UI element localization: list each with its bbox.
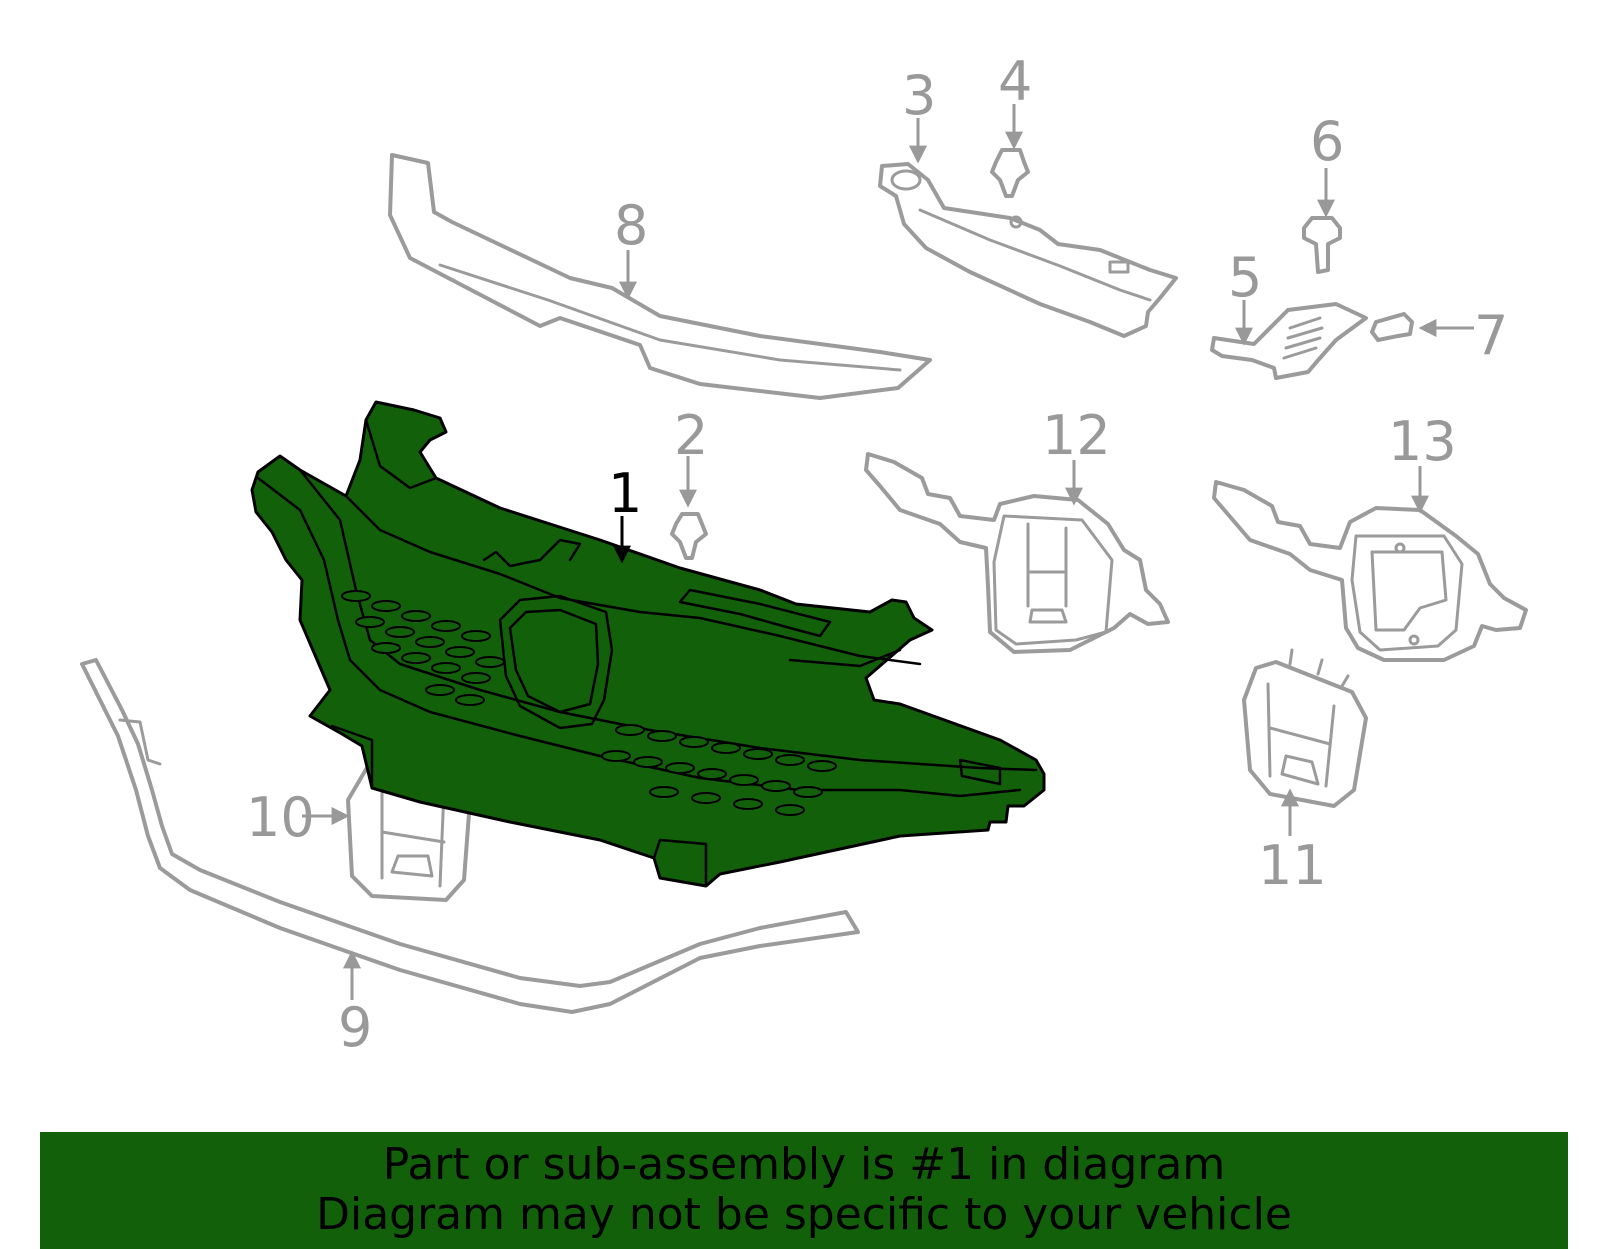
callout-12[interactable]: 12 bbox=[1042, 404, 1111, 467]
part-9-lower-trim bbox=[80, 658, 860, 1014]
callout-10[interactable]: 10 bbox=[246, 786, 315, 849]
callout-2[interactable]: 2 bbox=[674, 404, 708, 467]
disclaimer-banner: Part or sub-assembly is #1 in diagram Di… bbox=[40, 1132, 1568, 1249]
part-11-emblem bbox=[1242, 648, 1368, 808]
banner-line-1: Part or sub-assembly is #1 in diagram bbox=[382, 1139, 1226, 1190]
part-4-clip bbox=[990, 148, 1030, 198]
part-8-upper-bar bbox=[388, 153, 932, 400]
callout-13[interactable]: 13 bbox=[1388, 410, 1457, 473]
part-1-grille[interactable] bbox=[250, 400, 1046, 888]
callout-4[interactable]: 4 bbox=[998, 50, 1032, 113]
callout-9[interactable]: 9 bbox=[338, 996, 372, 1059]
callout-6[interactable]: 6 bbox=[1310, 110, 1344, 173]
callout-5[interactable]: 5 bbox=[1228, 246, 1262, 309]
part-7-screw bbox=[1370, 312, 1414, 342]
callout-11[interactable]: 11 bbox=[1258, 834, 1327, 897]
part-3-bracket bbox=[878, 162, 1178, 338]
part-6-bolt bbox=[1302, 216, 1342, 274]
callout-3[interactable]: 3 bbox=[902, 64, 936, 127]
callout-1[interactable]: 1 bbox=[608, 462, 642, 525]
part-12-emblem-base bbox=[864, 452, 1170, 654]
part-13-emblem-base bbox=[1212, 480, 1528, 662]
callout-labels: 1 2 3 4 5 6 7 8 9 10 11 12 13 bbox=[246, 50, 1508, 1059]
banner-line-2: Diagram may not be specific to your vehi… bbox=[316, 1189, 1292, 1240]
leader-lines bbox=[302, 104, 1474, 1000]
callout-7[interactable]: 7 bbox=[1474, 304, 1508, 367]
part-5-bracket bbox=[1210, 302, 1368, 380]
part-2-clip bbox=[670, 512, 708, 560]
callout-8[interactable]: 8 bbox=[614, 194, 648, 257]
